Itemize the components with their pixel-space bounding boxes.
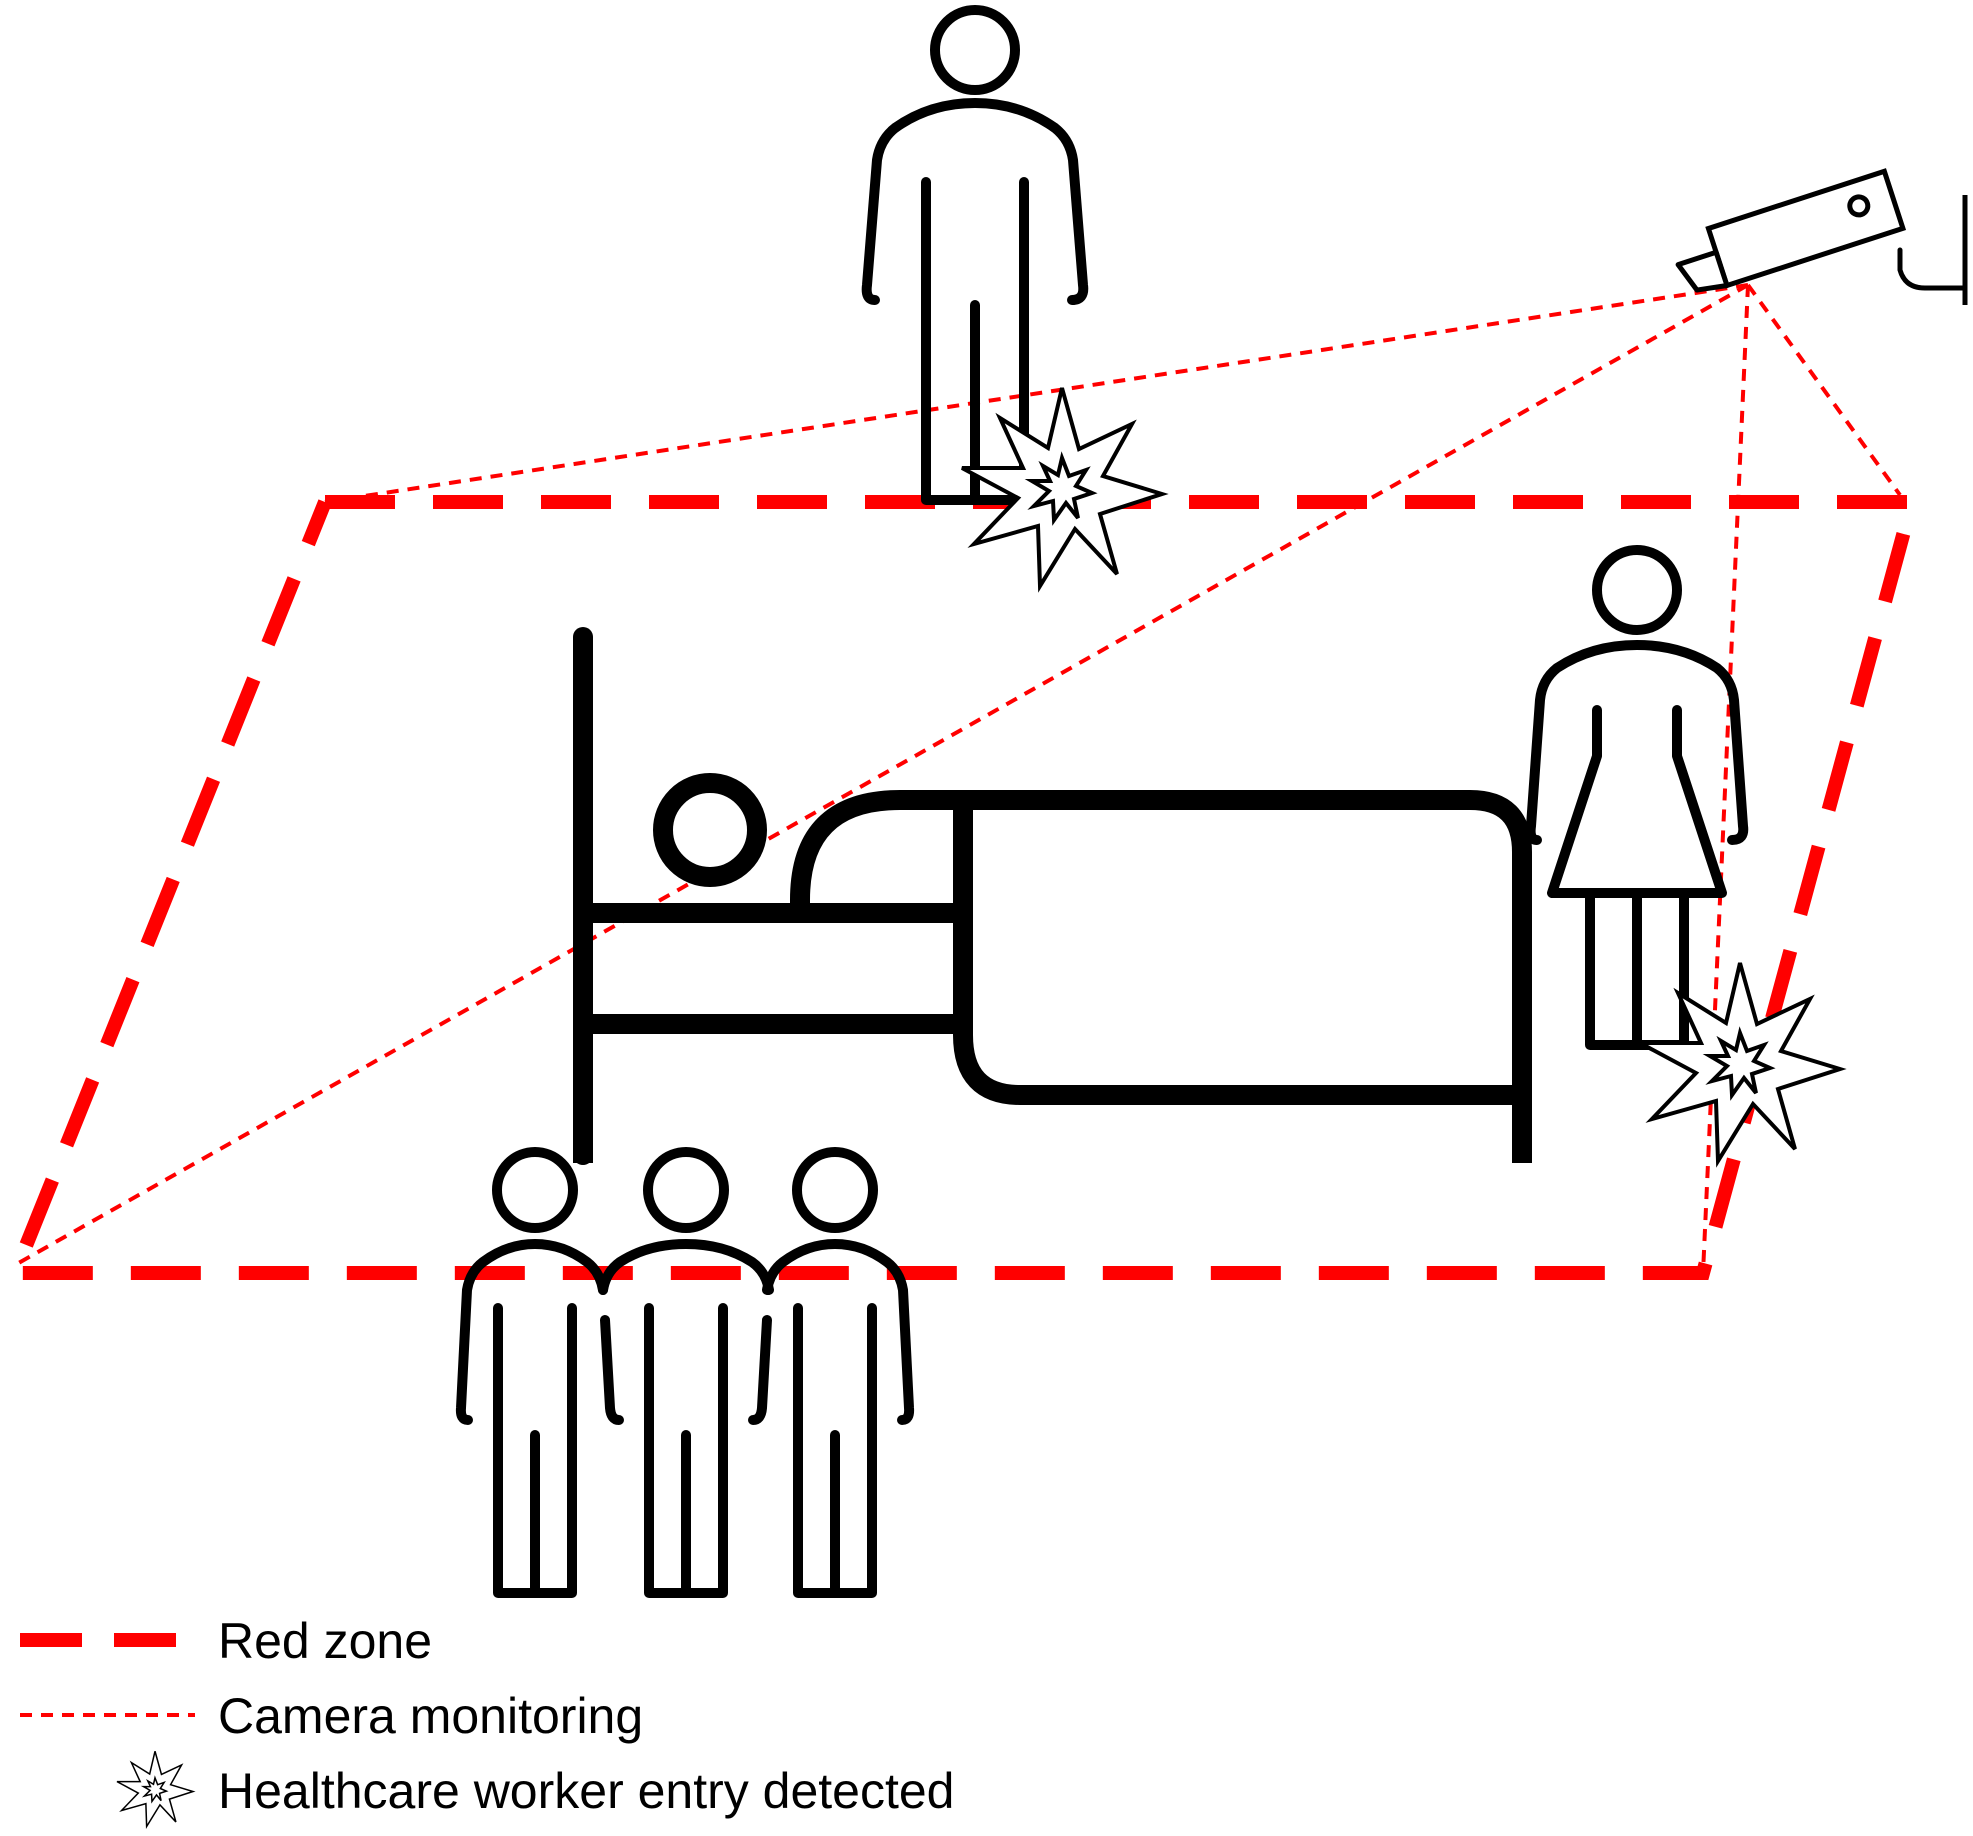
camera-monitoring-lines <box>14 283 1902 1274</box>
healthcare-worker-icon <box>598 1147 774 1598</box>
healthcare-worker-icon <box>762 1147 915 1598</box>
legend-item-red-zone: Red zone <box>20 1613 432 1669</box>
legend-label-camera-monitoring: Camera monitoring <box>218 1688 643 1744</box>
healthcare-worker-icon <box>861 5 1089 505</box>
legend-item-entry-detected: Healthcare worker entry detected <box>116 1750 954 1828</box>
hospital-bed-icon <box>573 627 1532 1165</box>
detection-burst-icon <box>116 1750 194 1828</box>
healthcare-worker-group <box>455 1147 915 1598</box>
security-camera-icon <box>1675 168 1968 305</box>
legend-label-entry-detected: Healthcare worker entry detected <box>218 1763 954 1819</box>
patient-icon <box>653 773 767 887</box>
legend-label-red-zone: Red zone <box>218 1613 432 1669</box>
legend: Red zone Camera monitoring Healthcare wo… <box>20 1613 954 1828</box>
detection-burst-icon <box>1638 961 1842 1163</box>
healthcare-worker-icon <box>1525 545 1749 1050</box>
detection-burst-icon <box>960 386 1164 588</box>
legend-item-camera-monitoring: Camera monitoring <box>20 1688 643 1744</box>
healthcare-worker-icon <box>455 1147 608 1598</box>
